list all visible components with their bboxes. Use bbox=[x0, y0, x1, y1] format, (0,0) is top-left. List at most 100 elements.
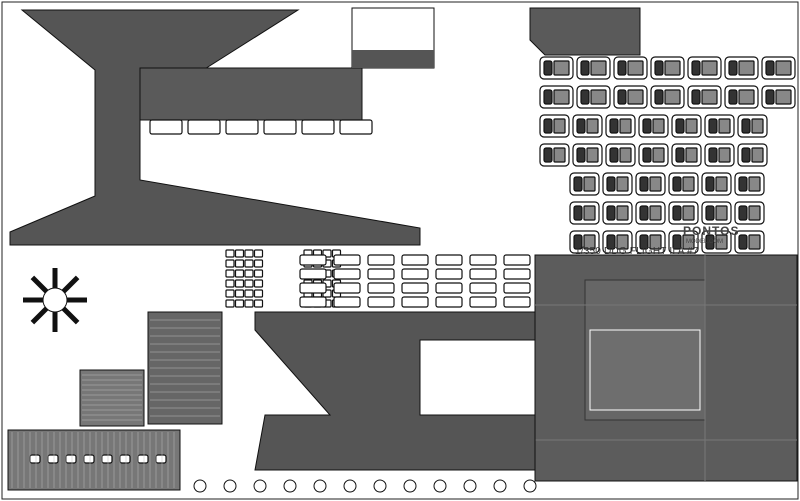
bracket-part bbox=[333, 296, 361, 308]
small-part bbox=[234, 249, 245, 258]
door-part-window bbox=[606, 205, 616, 221]
small-part bbox=[244, 289, 254, 298]
door-part-grate bbox=[775, 60, 792, 76]
bracket-part bbox=[333, 268, 361, 280]
bracket-part bbox=[503, 282, 531, 294]
door-part-grate bbox=[715, 205, 728, 221]
bracket-part bbox=[469, 268, 497, 280]
rail-part bbox=[301, 119, 335, 135]
fitting-part bbox=[155, 454, 167, 464]
wheel-part bbox=[523, 479, 537, 493]
door-part-grate bbox=[616, 176, 629, 192]
door-part-window bbox=[543, 118, 553, 134]
deck-panel-hatch bbox=[589, 329, 701, 411]
small-part bbox=[244, 299, 254, 308]
rail-part bbox=[225, 119, 259, 135]
wheel-part bbox=[373, 479, 387, 493]
bracket-part bbox=[401, 296, 429, 308]
brand-site: MODEL.COM bbox=[686, 239, 724, 245]
door-part-window bbox=[765, 60, 775, 76]
rotor-hub-part bbox=[42, 287, 68, 313]
door-part-grate bbox=[627, 89, 644, 105]
door-part-window bbox=[617, 89, 627, 105]
door-part-grate bbox=[616, 205, 629, 221]
door-part-grate bbox=[682, 234, 695, 250]
door-part-window bbox=[639, 176, 649, 192]
small-part bbox=[244, 269, 254, 278]
bracket-part bbox=[401, 254, 429, 266]
door-part-window bbox=[617, 60, 627, 76]
door-part-grate bbox=[583, 176, 596, 192]
bracket-part bbox=[299, 296, 327, 308]
fitting-part bbox=[65, 454, 77, 464]
door-part-window bbox=[738, 205, 748, 221]
small-part bbox=[253, 289, 264, 298]
door-part-grate bbox=[627, 60, 644, 76]
bracket-part bbox=[503, 296, 531, 308]
wheel-part bbox=[283, 479, 297, 493]
door-part-grate bbox=[652, 147, 665, 163]
bracket-part bbox=[503, 268, 531, 280]
door-part-grate bbox=[649, 205, 662, 221]
bracket-part bbox=[367, 254, 395, 266]
small-part bbox=[234, 299, 245, 308]
door-part-grate bbox=[553, 118, 566, 134]
door-part-window bbox=[654, 89, 664, 105]
rail-part bbox=[149, 119, 183, 135]
door-part-window bbox=[609, 118, 619, 134]
door-part-window bbox=[543, 60, 553, 76]
door-part-window bbox=[642, 118, 652, 134]
door-part-window bbox=[708, 147, 718, 163]
superstructure-panel bbox=[139, 67, 363, 121]
door-part-window bbox=[705, 234, 715, 250]
door-part-window bbox=[691, 89, 701, 105]
small-part bbox=[225, 249, 235, 258]
door-part-grate bbox=[586, 147, 599, 163]
bracket-part bbox=[299, 254, 327, 266]
small-part bbox=[253, 269, 264, 278]
door-part-grate bbox=[751, 147, 764, 163]
door-part-grate bbox=[738, 60, 755, 76]
bracket-part bbox=[299, 282, 327, 294]
door-part-grate bbox=[586, 118, 599, 134]
blank-panel-base bbox=[352, 50, 434, 68]
door-part-window bbox=[573, 176, 583, 192]
bracket-part bbox=[503, 254, 531, 266]
door-part-grate bbox=[715, 176, 728, 192]
wheel-part bbox=[493, 479, 507, 493]
door-part-grate bbox=[553, 89, 570, 105]
small-part bbox=[225, 289, 235, 298]
bracket-part bbox=[435, 268, 463, 280]
brand-logo: PONTOS bbox=[683, 224, 740, 238]
bracket-part bbox=[367, 282, 395, 294]
bracket-part bbox=[333, 282, 361, 294]
small-parts bbox=[23, 56, 796, 493]
door-part-grate bbox=[619, 118, 632, 134]
door-part-grate bbox=[553, 60, 570, 76]
wheel-part bbox=[403, 479, 417, 493]
door-part-window bbox=[708, 118, 718, 134]
deck-panel-middle-strip bbox=[254, 311, 536, 471]
door-part-window bbox=[580, 89, 590, 105]
door-part-grate bbox=[748, 205, 761, 221]
door-part-window bbox=[738, 176, 748, 192]
door-part-grate bbox=[583, 205, 596, 221]
door-part-grate bbox=[664, 89, 681, 105]
bracket-part bbox=[401, 268, 429, 280]
door-part-window bbox=[639, 234, 649, 250]
bracket-part bbox=[367, 268, 395, 280]
bracket-part bbox=[299, 268, 327, 280]
small-part bbox=[234, 279, 245, 288]
door-part-grate bbox=[652, 118, 665, 134]
bracket-part bbox=[435, 296, 463, 308]
small-part bbox=[234, 269, 245, 278]
small-part bbox=[225, 299, 235, 308]
door-part-grate bbox=[775, 89, 792, 105]
bracket-part bbox=[435, 282, 463, 294]
fitting-part bbox=[83, 454, 95, 464]
door-part-grate bbox=[718, 147, 731, 163]
small-part bbox=[253, 259, 264, 268]
door-part-grate bbox=[682, 176, 695, 192]
